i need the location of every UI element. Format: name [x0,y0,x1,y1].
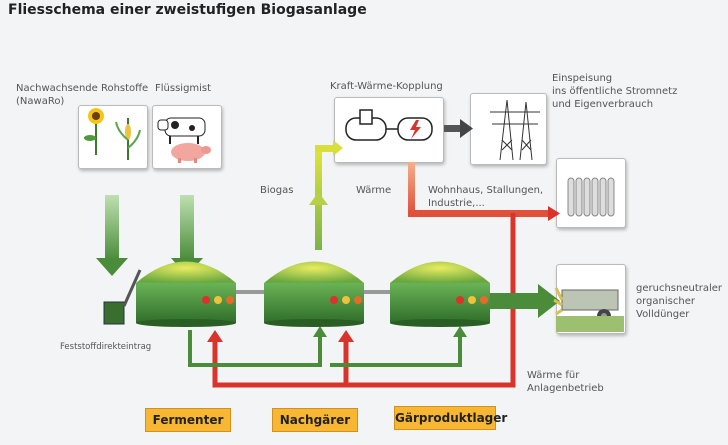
return-arrowhead-2 [338,330,354,342]
power-arrow [444,119,473,138]
waerme-label: Wärme [356,185,392,196]
tag-fermenter: Fermenter [145,408,231,432]
input-arrow-nawaro [96,195,128,276]
recirc-arrowhead-1 [313,326,327,337]
gas-engine-icon [345,109,398,141]
pipe-1 [236,290,266,294]
solid-feeder [103,269,142,325]
recirculation-lines [188,330,462,367]
biogas-arrow [309,140,343,250]
tank-nachgaerer [264,261,364,327]
sunflower-icon [84,108,104,155]
tag-nachgaerer: Nachgärer [272,408,358,432]
wohnhaus-label: Wohnhaus, Stallungen,Industrie,... [428,185,544,209]
output-arrow [490,284,560,318]
feststoff-label: Feststoffdirekteintrag [60,342,152,352]
fluessigmist-label: Flüssigmist [155,83,212,94]
tank-gaerproduktlager [390,261,490,327]
corn-icon [115,118,141,160]
tag-gaerproduktlager: Gärproduktlager [394,406,507,430]
heat-arrow [408,162,560,221]
kwk-label: Kraft-Wärme-Kopplung [330,81,443,92]
nawaro-label: Nachwachsende Rohstoffe(NawaRo) [16,83,149,107]
pipe-2 [362,290,390,294]
pig-icon [171,143,211,163]
manure-spreader-icon [553,287,624,332]
tank-fermenter [136,261,236,327]
power-pylon-icon [490,99,540,161]
recirc-arrowhead-2 [453,326,467,337]
return-arrowhead-1 [207,330,223,342]
cow-icon [157,117,206,144]
generator-icon [397,117,433,141]
radiator-icon [567,177,615,217]
page-title: Fliesschema einer zweistufigen Biogasanl… [8,2,367,18]
biogas-label: Biogas [260,185,294,196]
